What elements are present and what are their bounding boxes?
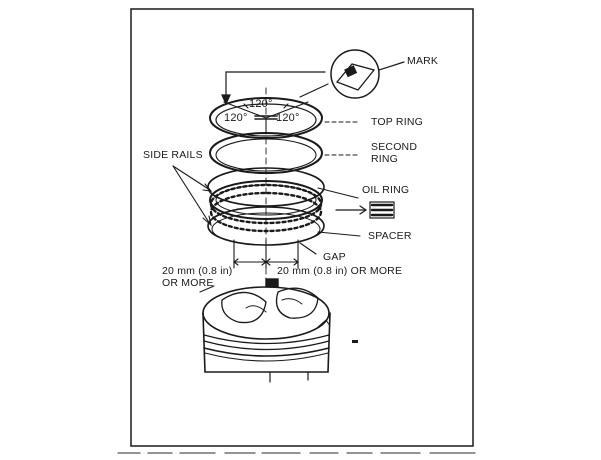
spacer-label: SPACER [368,230,412,242]
top-ring-label: TOP RING [371,116,423,128]
angle-left-label: 120° [224,112,248,124]
oil-ring-label: OIL RING [362,184,410,196]
oil-ring-detail [335,201,395,219]
mark-label: MARK [407,55,439,67]
gap-callout [299,242,317,255]
right-distance-label: 20 mm (0.8 in) OR MORE [277,265,403,277]
side-rails-callout-lines [172,165,213,227]
angle-top-label: 120° [249,98,273,110]
side-rails-label: SIDE RAILS [143,149,203,161]
second-ring-label-line2: RING [371,153,399,165]
left-distance-label-line2: OR MORE [162,277,214,289]
mark-detail-circle [330,49,405,99]
top-ring [209,97,323,139]
second-ring [209,132,323,174]
second-ring-label-line1: SECOND [371,141,418,153]
ring-gap-spacing-lines [223,101,309,133]
mark-arrow [221,71,329,106]
gap-label: GAP [323,251,346,263]
gap-distance-dimension [233,239,299,269]
angle-right-label: 120° [276,112,300,124]
piston [199,278,358,383]
left-distance-label-line1: 20 mm (0.8 in) [162,265,233,277]
ring-callout-lines [317,121,361,237]
diagram-frame [130,8,474,447]
oil-ring-spacer [209,180,323,233]
